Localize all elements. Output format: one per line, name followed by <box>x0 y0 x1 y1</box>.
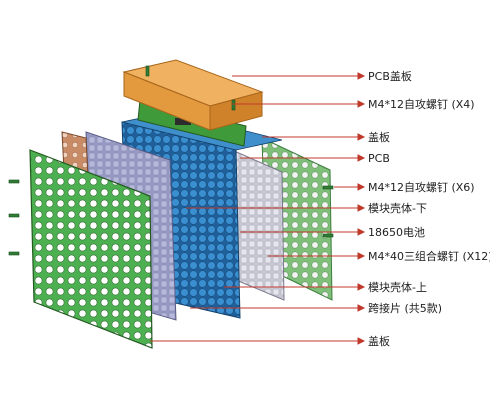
label-pcb-cover: PCB盖板 <box>368 70 412 83</box>
screw <box>8 213 20 218</box>
label-battery-18650: 18650电池 <box>368 226 425 239</box>
screw-group-top <box>145 65 236 111</box>
screw <box>8 179 20 184</box>
label-screw-m4x40-x12: M4*40三组合螺钉 (X12) <box>368 250 490 263</box>
pointer-lines <box>150 72 366 345</box>
pcb-cover-side <box>209 91 263 131</box>
label-screw-m4x12-x4: M4*12自攻螺钉 (X4) <box>368 98 475 111</box>
label-cover-bottom: 盖板 <box>368 335 390 348</box>
screw <box>145 65 150 77</box>
label-module-housing-upper: 模块壳体-上 <box>368 281 427 294</box>
label-screw-m4x12-x6: M4*12自攻螺钉 (X6) <box>368 181 475 194</box>
module-housing-upper <box>231 149 285 301</box>
screw <box>322 233 334 238</box>
label-module-housing-lower: 模块壳体-下 <box>368 202 427 215</box>
screw <box>231 99 236 111</box>
label-pcb: PCB <box>368 152 390 165</box>
end-plate-front <box>29 149 153 349</box>
screw <box>8 251 20 256</box>
screw <box>322 185 334 190</box>
pcb-component <box>175 118 191 125</box>
screw-group-right <box>322 185 334 238</box>
label-cover-top: 盖板 <box>368 131 390 144</box>
screw-group-left <box>8 179 20 256</box>
label-jumper-plate: 跨接片 (共5款) <box>368 302 443 315</box>
